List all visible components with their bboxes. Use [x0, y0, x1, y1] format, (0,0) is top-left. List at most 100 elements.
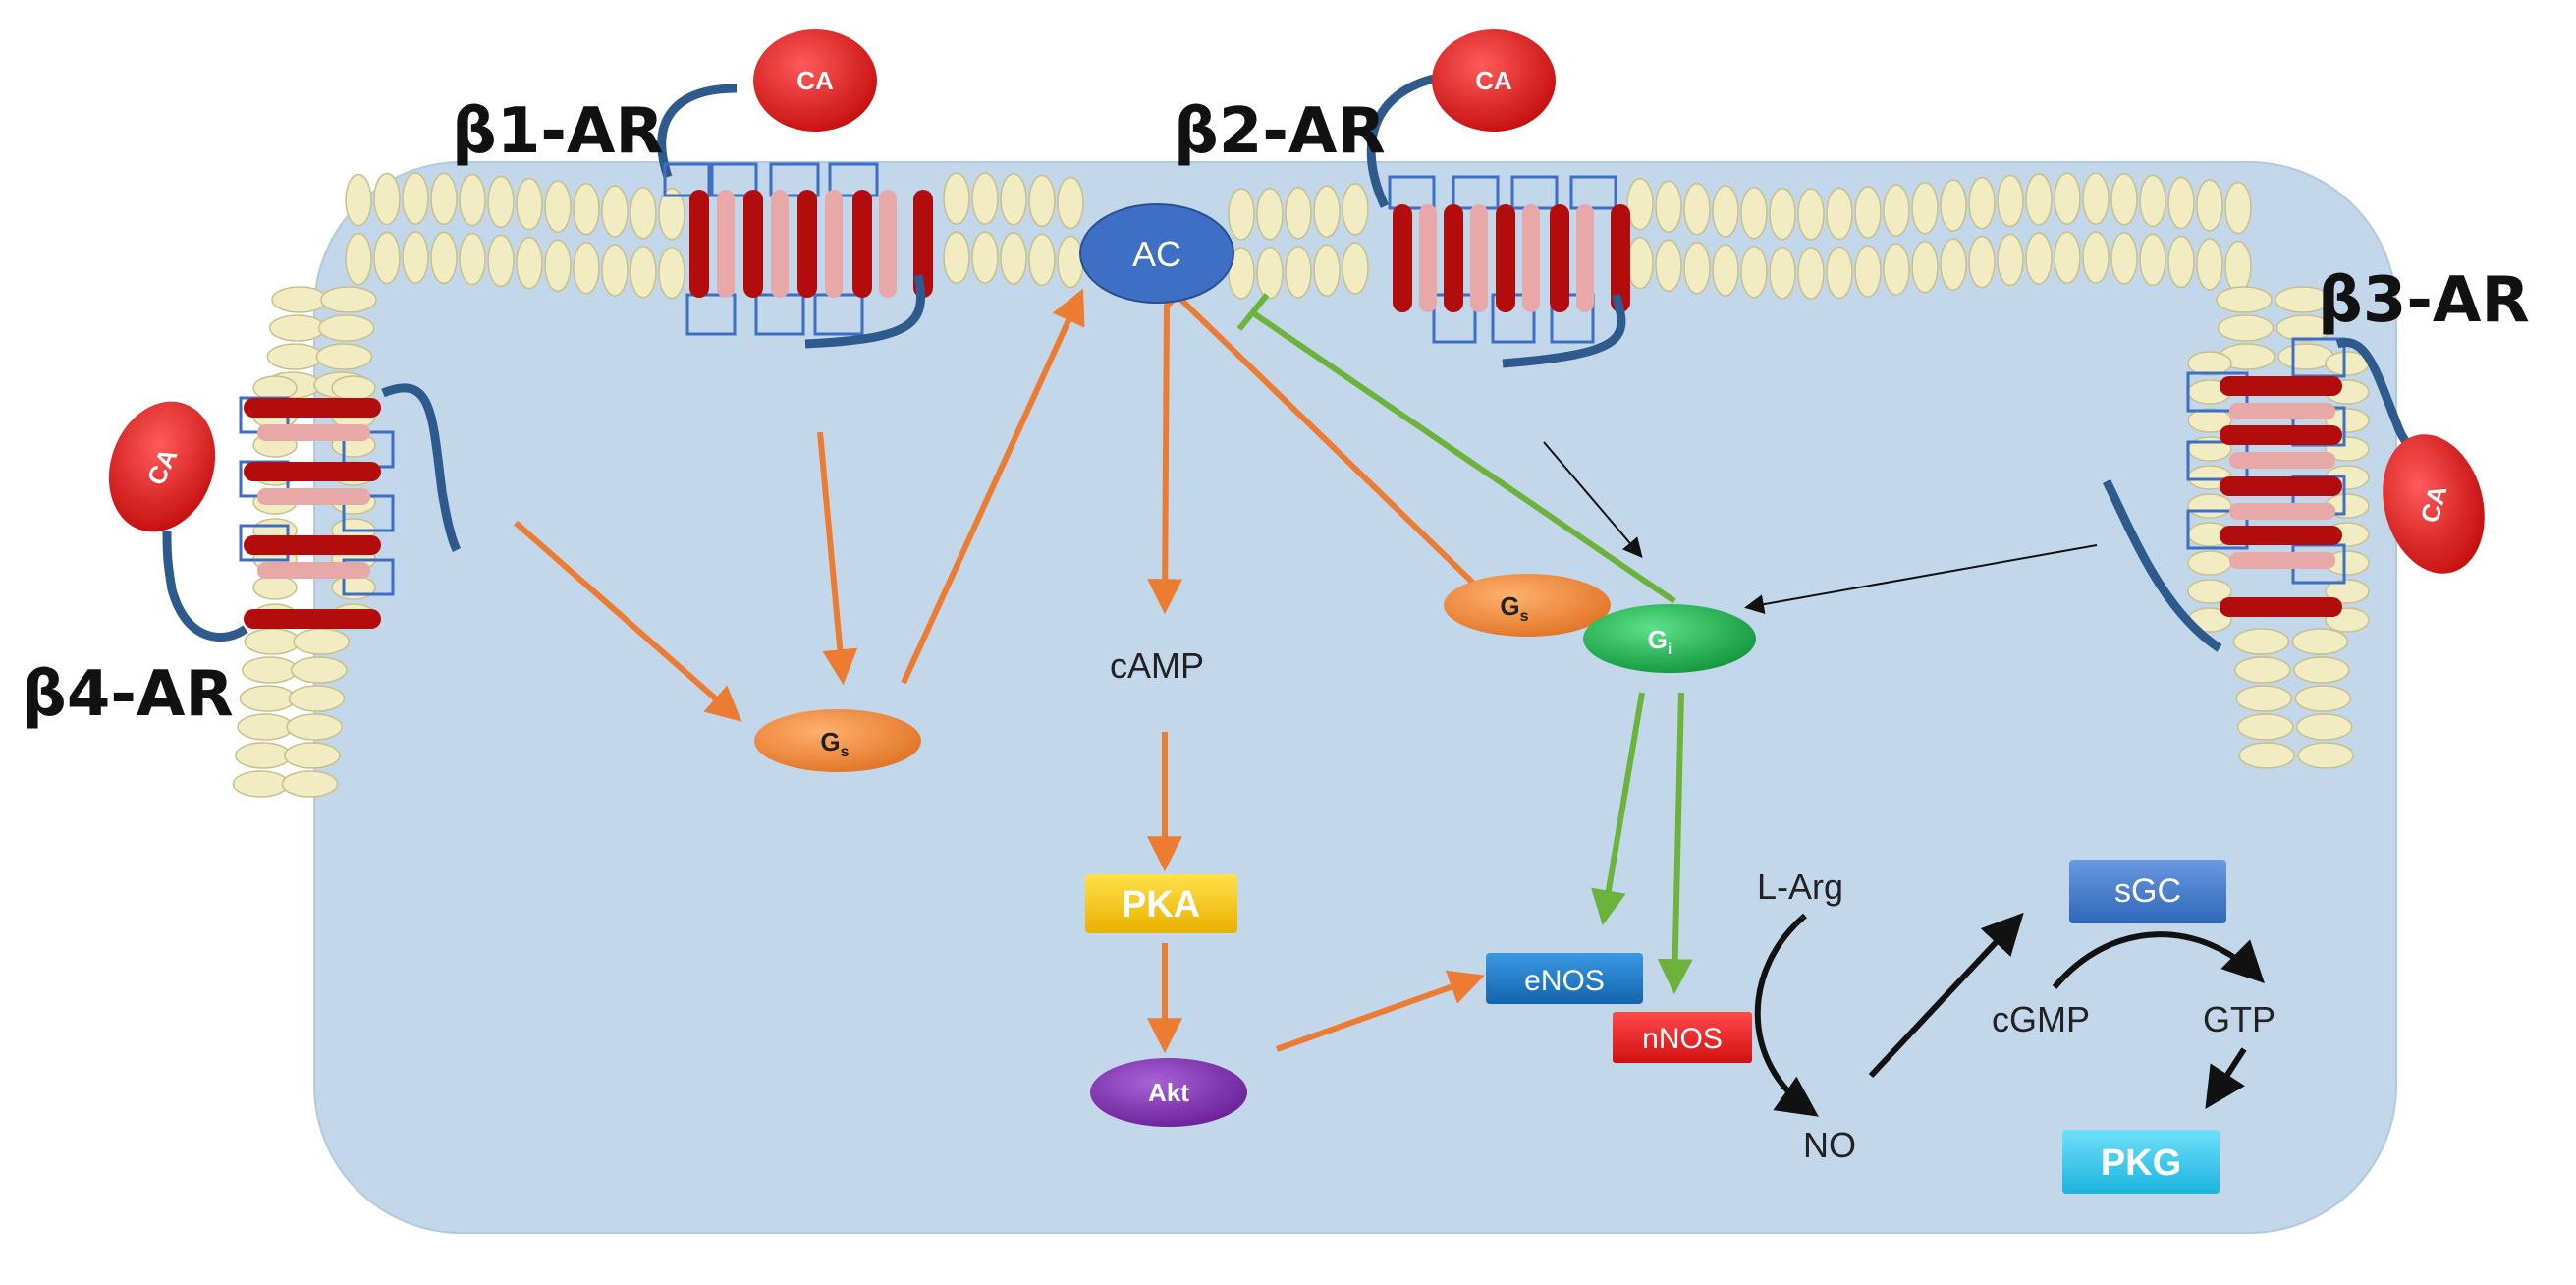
lipid-head [1342, 242, 1369, 295]
lipid-head [2054, 231, 2081, 284]
lipid-head [1883, 184, 1910, 237]
beta4-label: β4-AR [22, 658, 234, 731]
lipid-head [266, 343, 324, 370]
lipid-head [1256, 188, 1284, 241]
lipid-head [315, 343, 373, 370]
lipid-head [516, 236, 543, 290]
lipid-head [1940, 179, 1967, 232]
beta1-receptor [657, 84, 933, 349]
lipid-head [2238, 742, 2295, 769]
lipid-head [242, 656, 299, 684]
lipid-head [2187, 408, 2232, 433]
ac-label: AC [1132, 234, 1181, 274]
ca-ligand-b4: CA [108, 401, 216, 532]
lipid-head [2224, 181, 2252, 235]
lipid-head [235, 742, 292, 769]
lipid-head [1940, 238, 1967, 291]
cgmp-label: cGMP [1992, 999, 2090, 1039]
membrane-right [2187, 286, 2370, 769]
lipid-head [1769, 187, 1796, 241]
lipid-head [1655, 239, 1682, 292]
lipid-head [1256, 247, 1284, 300]
pkg-label: PKG [2101, 1143, 2181, 1184]
lipid-head [459, 173, 486, 227]
lipid-head [573, 182, 600, 236]
gs-right-node: Gs [1444, 574, 1611, 637]
lipid-head [244, 628, 301, 655]
black-arrows [1754, 912, 2265, 1117]
camp-label: cAMP [1110, 645, 1204, 686]
lipid-head [1626, 177, 1654, 231]
lipid-head [943, 231, 970, 284]
lipid-head [1769, 246, 1796, 300]
lipid-head [252, 575, 298, 600]
lipid-head [2196, 238, 2223, 291]
akt-node: Akt [1090, 1058, 1247, 1127]
lipid-head [1968, 176, 1996, 230]
lipid-head [971, 172, 999, 225]
lipid-head [430, 172, 458, 226]
lipid-head [1997, 233, 2024, 287]
lipid-head [373, 172, 401, 226]
lipid-head [2277, 343, 2334, 370]
beta2-label: β2-AR [1174, 95, 1386, 168]
ca-ligand-b1: CA [753, 29, 877, 132]
lipid-head [2082, 231, 2110, 284]
lipid-head [1626, 236, 1654, 290]
lipid-head [2167, 235, 2195, 289]
lipid-head [288, 685, 346, 712]
lipid-head [232, 770, 290, 798]
akt-label: Akt [1148, 1078, 1189, 1107]
arrow-b3-to-gi [1744, 544, 2098, 615]
lipid-head [1228, 247, 1255, 300]
lipid-head [1797, 247, 1825, 300]
beta2-receptor [1366, 74, 1630, 368]
lipid-head [1057, 176, 1084, 230]
lipid-head [286, 713, 343, 741]
lipid-head [658, 187, 685, 241]
lipid-head [239, 685, 297, 712]
lipid-head [2275, 314, 2333, 342]
gs-right-sub: s [1520, 608, 1529, 625]
lipid-head [601, 185, 629, 238]
lipid-head [1683, 182, 1711, 236]
lipid-head [1057, 235, 1084, 289]
lipid-head [345, 232, 372, 286]
gi-sub: i [1668, 642, 1672, 658]
pkg-node: PKG [2062, 1130, 2220, 1194]
arrow-b2-to-gi [1543, 441, 1643, 559]
gs-label: G [820, 727, 840, 756]
lipid-head [1712, 185, 1739, 238]
lipid-head [1000, 232, 1027, 285]
lipid-head [1968, 235, 1996, 289]
larg-label: L-Arg [1757, 866, 1843, 907]
lipid-head [320, 286, 377, 313]
lipid-head [237, 713, 294, 741]
lipid-head [1740, 245, 1768, 299]
orange-arrows [514, 272, 1486, 1054]
arrow-gi-to-enos [1591, 692, 1645, 926]
lipid-head [1826, 187, 1853, 241]
arrow-gs-right-to-ac [1153, 272, 1486, 595]
arrow-gi-to-nnos [1657, 692, 1693, 995]
lipid-head [516, 177, 543, 231]
no-label: NO [1803, 1125, 1856, 1165]
cell-body [313, 161, 2397, 1234]
lipid-head [544, 239, 572, 292]
lipid-head [2224, 240, 2252, 294]
gs-right-label: G [1500, 591, 1519, 621]
enos-node: eNOS [1486, 953, 1643, 1004]
lipid-head [402, 231, 429, 284]
green-arrows [1236, 293, 1693, 995]
lipid-head [430, 231, 458, 285]
lipid-head [573, 241, 600, 295]
lipid-head [630, 186, 657, 240]
lipid-head [1313, 185, 1341, 238]
ca-label: CA [1475, 66, 1512, 95]
pka-label: PKA [1122, 884, 1200, 925]
gs-sub: s [841, 744, 850, 760]
lipid-head [2187, 579, 2232, 604]
lipid-head [487, 234, 515, 288]
lipid-head [331, 375, 376, 401]
inhibit-bar [1236, 293, 1270, 331]
